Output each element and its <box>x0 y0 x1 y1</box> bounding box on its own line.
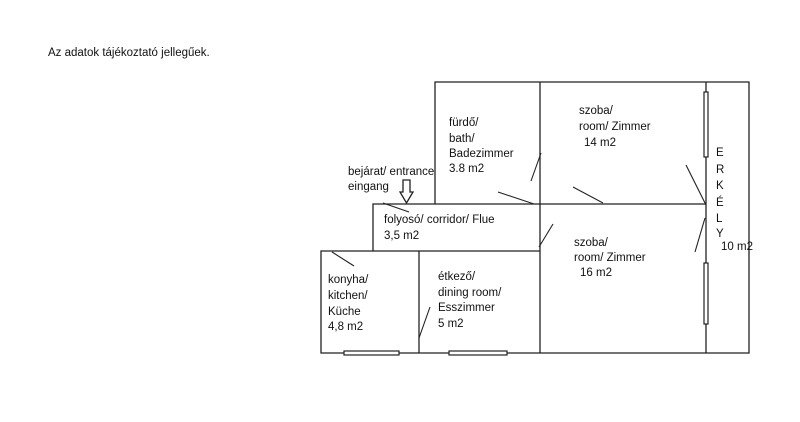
svg-text:10 m2: 10 m2 <box>721 241 753 253</box>
svg-text:3,5 m2: 3,5 m2 <box>384 230 419 242</box>
kitchen-window <box>343 350 400 356</box>
disclaimer-note: Az adatok tájékoztató jellegűek. <box>48 47 210 59</box>
entrance-label: bejárat/ entrance eingang <box>348 166 434 193</box>
room-14-label: szoba/ room/ Zimmer 14 m2 <box>579 105 651 149</box>
svg-text:fürdő/: fürdő/ <box>449 117 479 129</box>
windows <box>343 91 709 356</box>
svg-text:L: L <box>716 213 723 225</box>
svg-text:bath/: bath/ <box>449 133 475 145</box>
doors <box>331 152 707 339</box>
room-bath-label: fürdő/ bath/ Badezimmer 3.8 m2 <box>449 117 514 175</box>
svg-text:Küche: Küche <box>328 306 361 318</box>
svg-text:konyha/: konyha/ <box>328 274 369 286</box>
svg-text:room/ Zimmer: room/ Zimmer <box>574 252 646 264</box>
svg-text:É: É <box>716 196 724 209</box>
balcony-label: E R K É L Y 10 m2 <box>716 147 753 253</box>
svg-text:Esszimmer: Esszimmer <box>438 302 495 314</box>
svg-text:eingang: eingang <box>348 181 389 193</box>
svg-text:3.8 m2: 3.8 m2 <box>449 163 484 175</box>
svg-text:szoba/: szoba/ <box>579 105 614 117</box>
svg-text:étkező/: étkező/ <box>438 271 476 283</box>
room16-window <box>703 262 709 325</box>
svg-text:E: E <box>716 147 724 159</box>
kitchen-label: konyha/ kitchen/ Küche 4,8 m2 <box>328 274 369 333</box>
svg-text:4,8 m2: 4,8 m2 <box>328 321 363 333</box>
dining-label: étkező/ dining room/ Esszimmer 5 m2 <box>438 271 502 330</box>
svg-text:folyosó/ corridor/ Flue: folyosó/ corridor/ Flue <box>384 214 495 226</box>
room14-window <box>703 91 709 158</box>
svg-text:bejárat/ entrance: bejárat/ entrance <box>348 166 434 178</box>
corridor-label: folyosó/ corridor/ Flue 3,5 m2 <box>384 214 495 242</box>
svg-text:16 m2: 16 m2 <box>580 267 612 279</box>
svg-text:kitchen/: kitchen/ <box>328 290 368 302</box>
svg-text:5 m2: 5 m2 <box>438 318 464 330</box>
svg-text:14 m2: 14 m2 <box>584 137 616 149</box>
svg-text:szoba/: szoba/ <box>574 237 609 249</box>
svg-text:room/ Zimmer: room/ Zimmer <box>579 121 651 133</box>
entrance-arrow-icon <box>398 179 415 205</box>
svg-text:R: R <box>716 164 724 176</box>
svg-text:Badezimmer: Badezimmer <box>449 148 514 160</box>
svg-text:Y: Y <box>716 228 724 240</box>
svg-text:dining room/: dining room/ <box>438 287 502 299</box>
room-16-label: szoba/ room/ Zimmer 16 m2 <box>574 237 646 279</box>
svg-text:K: K <box>716 180 724 192</box>
dining-window <box>448 350 508 356</box>
